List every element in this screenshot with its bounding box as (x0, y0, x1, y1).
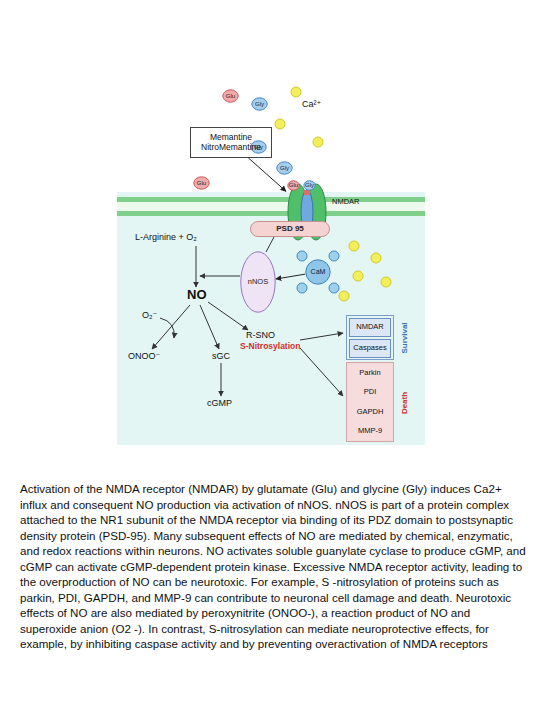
molecule-label: NO (187, 288, 207, 302)
molecule-label: cGMP (207, 399, 232, 409)
node-text: Glu (226, 93, 235, 100)
bound-ion (329, 283, 339, 293)
enzyme-ellipse: nNOS (240, 251, 276, 313)
glutamate-ion: Glu (222, 89, 239, 103)
molecule-label: O₂⁻ (142, 311, 157, 321)
node-text: Gly (255, 101, 264, 108)
glycine-ion: Gly (251, 97, 268, 111)
reaction-arrows (152, 237, 343, 396)
node-text: Gly (280, 165, 289, 172)
death-group: DeathParkinPDIGAPDHMMP-9 (346, 362, 394, 442)
bound-ion (297, 283, 307, 293)
molecule-label: R-SNO (246, 331, 275, 341)
glycine-ion: Gly (303, 180, 316, 191)
node-text: NMDAR (356, 323, 384, 331)
membrane-outer (117, 197, 425, 202)
glutamate-ion: Glu (193, 176, 210, 190)
reaction-arrow (152, 305, 190, 349)
calcium-ion (313, 137, 323, 147)
calcium-ion (275, 119, 285, 129)
shape-fill (277, 162, 292, 174)
calcium-ions (275, 87, 391, 301)
reaction-arrow (300, 333, 343, 340)
shape-fill (241, 252, 275, 312)
figure-caption: Activation of the NMDA receptor (NMDAR) … (20, 481, 526, 652)
shape-fill (223, 90, 238, 102)
node-text: PDI (364, 388, 377, 396)
calcium-ion (371, 253, 381, 263)
node-text: Death (401, 392, 410, 414)
node-text: NMDAR (332, 198, 360, 206)
glycine-ion: Gly (276, 161, 293, 175)
reaction-arrow (221, 363, 222, 396)
connector-arrow (248, 158, 286, 191)
shape-fill (251, 141, 266, 153)
node-text: Parkin (359, 369, 380, 377)
shape-fill (252, 98, 267, 110)
enzyme-label: sGC (212, 352, 230, 362)
node-text: Gly (305, 182, 314, 189)
calcium-ion (349, 241, 359, 251)
reaction-arrow (200, 305, 219, 349)
shape-fill (288, 181, 299, 190)
calcium-ion (353, 271, 363, 281)
calcium-ion (339, 291, 349, 301)
blocker-site (304, 190, 310, 195)
node-text: Survival (401, 322, 410, 353)
binding-link (266, 237, 274, 252)
calcium-ion (291, 87, 301, 97)
cytoplasm-background (117, 192, 425, 445)
substrate-label: L-Arginine + O₂ (135, 233, 197, 243)
reaction-arrow (300, 348, 343, 396)
node-text: Glu (289, 182, 298, 189)
reaction-arrow (196, 246, 197, 287)
calcium-ion (381, 277, 391, 287)
node-text: Gly (254, 144, 263, 151)
reaction-arrow (200, 276, 240, 277)
shape-fill (304, 181, 315, 190)
survival-target: Caspases (349, 339, 391, 358)
shape-fill (194, 177, 209, 189)
calmodulin-circle: CaM (305, 259, 331, 285)
shape-fill (306, 260, 330, 284)
reaction-arrow (208, 302, 248, 330)
node-text: GAPDH (357, 408, 384, 416)
membrane-core (117, 202, 425, 211)
node-text: Glu (197, 180, 206, 187)
bound-ion (297, 251, 307, 261)
survival-target: NMDAR (349, 318, 391, 337)
survival-group: SurvivalNMDARCaspases (346, 315, 394, 360)
process-label: S-Nitrosylation (240, 342, 300, 351)
glutamate-ion: Glu (287, 180, 300, 191)
node-text: MMP-9 (358, 427, 382, 435)
bound-ion (329, 251, 339, 261)
scaffold-protein: PSD 95 (250, 221, 330, 237)
connector-arrow (276, 274, 305, 279)
calmodulin-ions (297, 251, 339, 293)
node-text: CaM (311, 268, 326, 276)
node-text: PSD 95 (276, 225, 304, 234)
ion-label: Ca²⁺ (302, 100, 321, 110)
reaction-arrow (160, 318, 174, 338)
node-text: Caspases (353, 344, 386, 352)
membrane-inner (117, 211, 425, 216)
node-text: nNOS (248, 278, 268, 286)
molecule-label: ONOO⁻ (128, 352, 160, 362)
